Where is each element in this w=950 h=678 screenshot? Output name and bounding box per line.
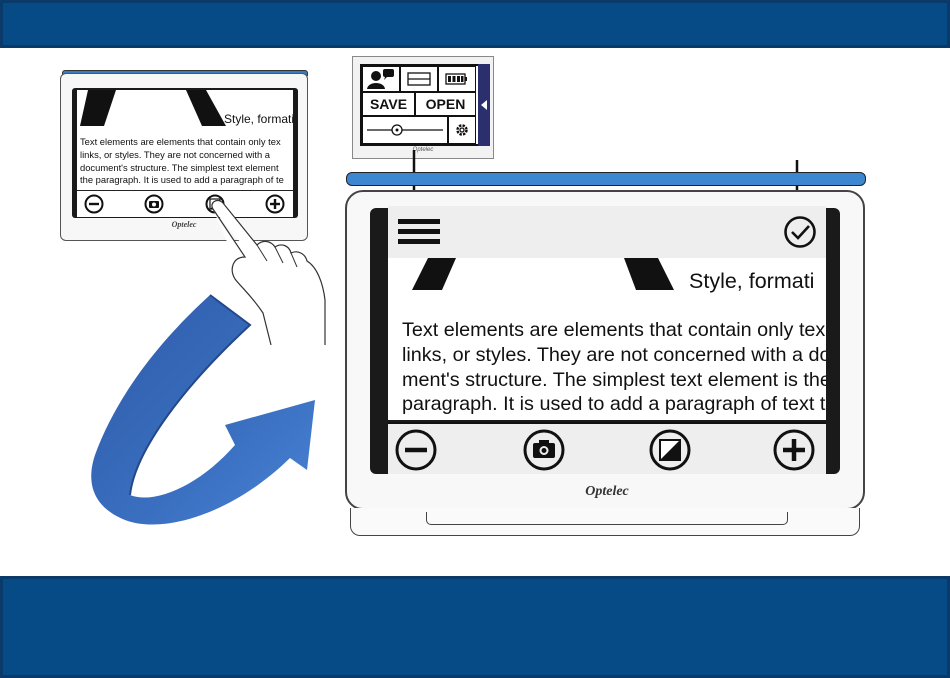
small-body-text: Text elements are elements that contain … bbox=[80, 136, 284, 186]
text-image-shapes bbox=[412, 258, 674, 290]
settings-panel-brand: Optelec bbox=[412, 147, 434, 153]
user-speech-button[interactable] bbox=[362, 66, 400, 92]
large-screen-header bbox=[388, 206, 826, 258]
user-speech-icon bbox=[367, 69, 394, 89]
bottom-banner bbox=[0, 576, 950, 678]
brightness-slider[interactable] bbox=[362, 116, 448, 144]
battery-status bbox=[438, 66, 476, 92]
large-device-base bbox=[350, 508, 860, 536]
large-body-text: Text elements are elements that contain … bbox=[402, 319, 826, 416]
large-magnifier-device: Style, formati Text elements are element… bbox=[342, 172, 872, 540]
pointing-hand-icon bbox=[211, 199, 326, 345]
large-device-top-bar bbox=[346, 172, 866, 186]
line-spacing-button[interactable] bbox=[400, 66, 438, 92]
curved-arrow-icon bbox=[91, 294, 315, 525]
large-screen-content: Style, formati Text elements are element… bbox=[388, 258, 826, 420]
small-magnifier-device: Style, formati Text elements are element… bbox=[60, 70, 310, 245]
collapse-arrow-icon bbox=[481, 100, 487, 110]
zoom-in-icon[interactable] bbox=[772, 428, 816, 472]
zoom-out-icon[interactable] bbox=[84, 194, 104, 214]
large-toolbar bbox=[388, 422, 826, 474]
contrast-icon[interactable] bbox=[648, 428, 692, 472]
small-heading: Style, formati bbox=[224, 112, 295, 126]
menu-icon[interactable] bbox=[398, 216, 440, 248]
checkmark-icon[interactable] bbox=[782, 214, 818, 250]
open-button[interactable]: OPEN bbox=[415, 92, 476, 116]
large-heading: Style, formati bbox=[689, 269, 815, 293]
camera-icon[interactable] bbox=[144, 194, 164, 214]
text-image-shapes bbox=[80, 90, 226, 126]
small-device-brand: Optelec bbox=[171, 220, 197, 229]
save-button[interactable]: SAVE bbox=[362, 92, 415, 116]
camera-icon[interactable] bbox=[522, 428, 566, 472]
large-device-brand: Optelec bbox=[585, 484, 629, 499]
zoom-in-icon[interactable] bbox=[265, 194, 285, 214]
battery-icon bbox=[445, 73, 467, 85]
brightness-slider-icon bbox=[367, 124, 443, 136]
collapse-side-tab[interactable] bbox=[478, 64, 490, 146]
settings-panel-thumbnail: SAVE OPEN Optelec bbox=[352, 56, 494, 159]
small-toolbar bbox=[77, 190, 293, 217]
gear-icon bbox=[456, 124, 468, 136]
top-banner bbox=[0, 0, 950, 48]
line-spacing-icon bbox=[407, 72, 431, 86]
zoom-out-icon[interactable] bbox=[394, 428, 438, 472]
settings-gear-button[interactable] bbox=[448, 116, 476, 144]
